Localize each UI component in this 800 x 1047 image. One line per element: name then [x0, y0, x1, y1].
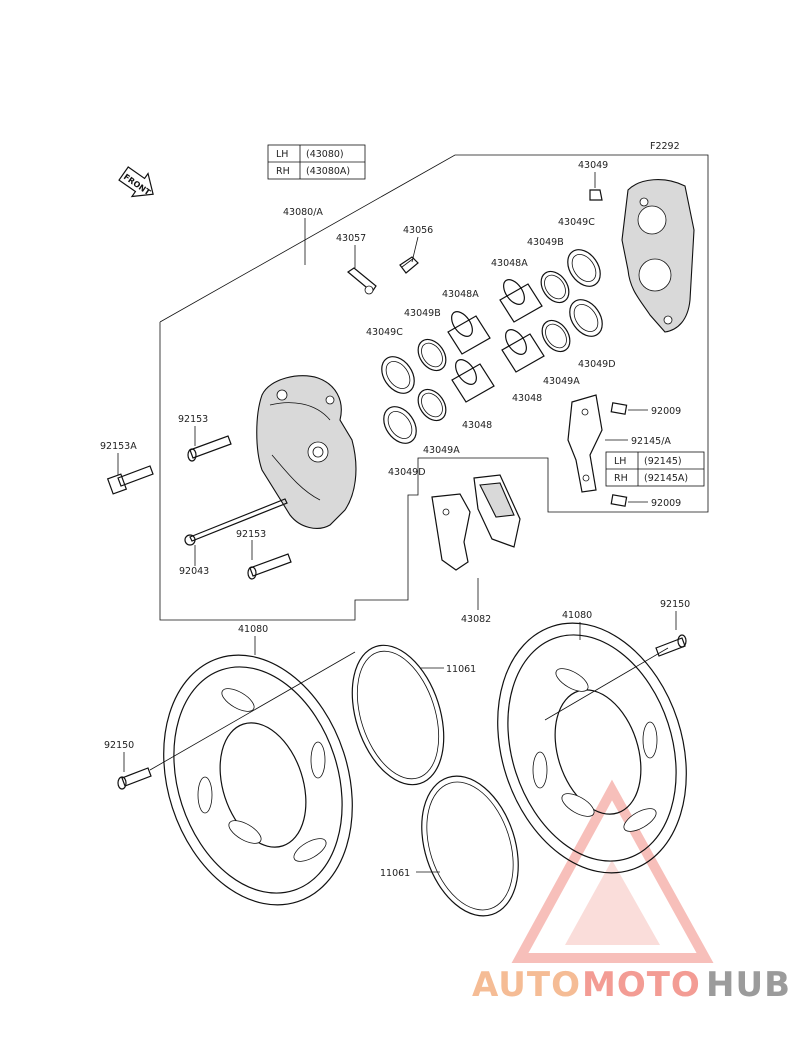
- label-bolt-top-right: 43049: [578, 160, 608, 171]
- label-seal-d-left: 43049D: [388, 467, 426, 478]
- brake-disc-right: [497, 622, 687, 874]
- label-bolt-lower: 92153: [236, 529, 266, 540]
- screw-lower-part: [610, 494, 628, 507]
- label-bolt-a: 92153A: [100, 441, 137, 452]
- piston-a-left-part: [447, 311, 491, 355]
- brake-disc-left: [163, 654, 353, 906]
- brake-pad-back: [431, 493, 471, 571]
- label-seal-a-right: 43049A: [543, 376, 580, 387]
- label-seal-b-left: 43049B: [404, 308, 441, 319]
- front-arrow-icon: FRONT: [118, 166, 154, 197]
- watermark-text: AUTO MOTO HUB: [472, 965, 791, 1005]
- bolt-left-part: [117, 767, 152, 790]
- label-seal-b-right: 43049B: [527, 237, 564, 248]
- svg-text:MOTO: MOTO: [582, 965, 701, 1005]
- seal-d-left-part: [383, 406, 417, 444]
- caliper-table-part-lh: (43080): [306, 149, 344, 160]
- label-disc-right: 41080: [562, 610, 592, 621]
- caliper-table-part-rh: (43080A): [306, 166, 350, 177]
- caliper-bracket-part: [567, 394, 603, 493]
- label-piston-left: 43048: [462, 420, 492, 431]
- label-bracket: 92145/A: [631, 436, 671, 447]
- shim-upper-part: [351, 644, 445, 786]
- label-caliper-assy: 43080/A: [283, 207, 323, 218]
- right-caliper-body: [621, 179, 695, 333]
- label-piston-a-right: 43048A: [491, 258, 528, 269]
- seal-b-right-part: [540, 270, 570, 304]
- caliper-table-side-lh: LH: [276, 149, 288, 160]
- label-piston-a-left: 43048A: [442, 289, 479, 300]
- caliper-table-side-rh: RH: [276, 166, 290, 177]
- label-pad-set: 43082: [461, 614, 491, 625]
- bracket-table-side-rh: RH: [614, 473, 628, 484]
- caliper-variant-table: LH (43080) RH (43080A): [267, 144, 366, 180]
- label-screw-upper: 92009: [651, 406, 681, 417]
- bracket-table-part-rh: (92145A): [644, 473, 688, 484]
- shim-lower-part: [421, 775, 519, 917]
- watermark-logo: [511, 779, 714, 963]
- label-bolt-left: 92150: [104, 740, 134, 751]
- label-bleeder-valve: 43056: [403, 225, 433, 236]
- label-seal-d-right: 43049D: [578, 359, 616, 370]
- bracket-table-part-lh: (92145): [644, 456, 682, 467]
- label-bleeder-cap: 43057: [336, 233, 366, 244]
- label-bolt-upper: 92153: [178, 414, 208, 425]
- label-seal-a-left: 43049A: [423, 445, 460, 456]
- label-seal-c-left: 43049C: [366, 327, 403, 338]
- piston-left-part: [451, 359, 495, 403]
- label-pin: 92043: [179, 566, 209, 577]
- pin-part: [184, 498, 288, 546]
- seal-a-right-part: [541, 319, 571, 353]
- label-bolt-right: 92150: [660, 599, 690, 610]
- seal-d-right-part: [569, 299, 603, 337]
- seal-a-left-part: [417, 388, 447, 422]
- label-disc-left: 41080: [238, 624, 268, 635]
- bracket-table-side-lh: LH: [614, 456, 626, 467]
- bracket-variant-table: LH (92145) RH (92145A): [605, 451, 705, 487]
- bolt-right-part: [655, 634, 687, 657]
- label-piston-right: 43048: [512, 393, 542, 404]
- svg-text:HUB: HUB: [706, 965, 791, 1005]
- piston-a-right-part: [499, 279, 543, 323]
- left-caliper-body: [256, 375, 357, 529]
- seal-b-left-part: [417, 338, 447, 372]
- brake-pad-front: [473, 474, 521, 548]
- bleeder-cap-part: [346, 267, 377, 295]
- label-screw-lower: 92009: [651, 498, 681, 509]
- seal-c-right-part: [567, 249, 601, 287]
- bleeder-valve-part: [399, 256, 419, 274]
- screw-upper-part: [610, 402, 628, 415]
- label-shim-upper: 11061: [446, 664, 476, 675]
- figure-code: F2292: [650, 141, 680, 152]
- bolt-a-part: [106, 465, 154, 495]
- seal-c-left-part: [381, 356, 415, 394]
- svg-text:AUTO: AUTO: [472, 965, 581, 1005]
- caliper-assembly-outline: [159, 154, 709, 621]
- label-shim-lower: 11061: [380, 868, 410, 879]
- bolt-lower-part: [247, 553, 292, 580]
- bolt-top-right-part: [589, 189, 603, 201]
- label-seal-c-right: 43049C: [558, 217, 595, 228]
- bolt-upper-part: [187, 435, 232, 462]
- piston-right-part: [501, 329, 545, 373]
